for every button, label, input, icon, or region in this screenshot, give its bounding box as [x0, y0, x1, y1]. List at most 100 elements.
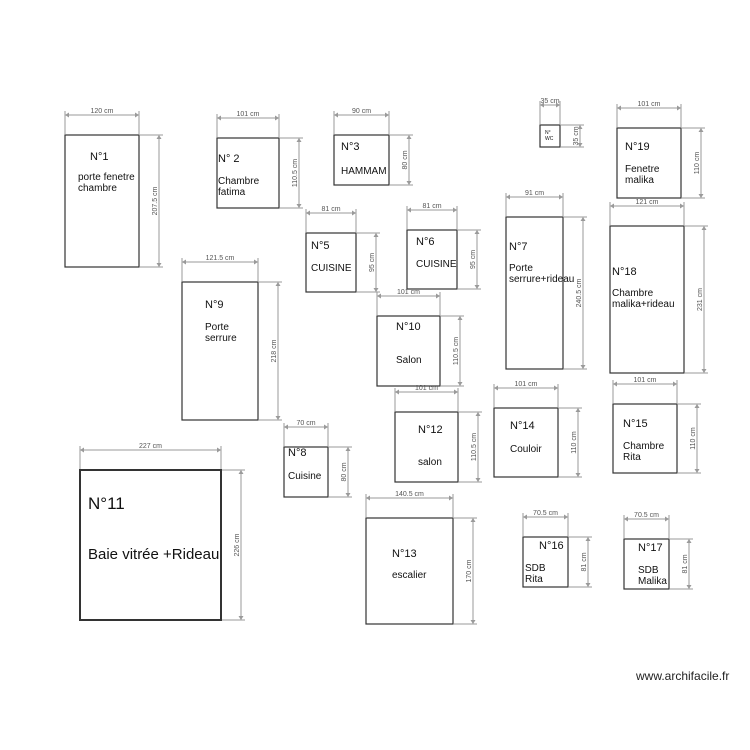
panel-caption: Rita: [623, 452, 641, 463]
panel-caption: malika: [625, 175, 654, 186]
panel-number: N° 2: [218, 153, 240, 165]
panel-number: N°1: [90, 151, 108, 163]
dimension-arrowhead: [254, 259, 258, 265]
dimension-arrowhead: [617, 105, 621, 111]
dimension-arrowhead: [470, 620, 476, 624]
width-label: 101 cm: [515, 381, 538, 388]
panel-outline: [283, 446, 329, 498]
height-label: 110.5 cm: [453, 337, 460, 365]
dimension-arrowhead: [238, 470, 244, 474]
dimension-arrowhead: [407, 207, 411, 213]
dimension-arrowhead: [575, 473, 581, 477]
panel-caption: Cuisine: [288, 471, 322, 482]
dimension-arrowhead: [65, 112, 69, 118]
dimension-arrowhead: [556, 102, 560, 108]
dimension-arrowhead: [135, 112, 139, 118]
panel-caption: Salon: [396, 355, 422, 366]
panel-outline: [79, 469, 222, 621]
panel-outline: [376, 315, 441, 387]
dimension-arrowhead: [559, 194, 563, 200]
dimension-arrowhead: [494, 385, 498, 391]
dimension-arrowhead: [306, 210, 310, 216]
dimension-arrowhead: [284, 424, 288, 430]
dimension-arrowhead: [475, 412, 481, 416]
panel-number: N°: [545, 130, 551, 136]
dimension-arrowhead: [474, 285, 480, 289]
watermark: www.archifacile.fr: [636, 669, 730, 683]
panel-number: N°8: [288, 447, 306, 459]
panel-outline: [181, 281, 259, 421]
width-label: 91 cm: [525, 190, 544, 197]
width-label: 140.5 cm: [395, 491, 424, 498]
height-label: 110 cm: [690, 427, 697, 450]
panel-caption: Fenetre: [625, 164, 660, 175]
dimension-arrowhead: [406, 181, 412, 185]
panel-caption: HAMMAM: [341, 166, 387, 177]
width-label: 81 cm: [422, 203, 441, 210]
height-label: 80 cm: [402, 150, 409, 169]
dimension-arrowhead: [352, 210, 356, 216]
dimension-arrowhead: [475, 478, 481, 482]
dimension-arrowhead: [506, 194, 510, 200]
dimension-arrowhead: [457, 382, 463, 386]
dimension-arrowhead: [470, 518, 476, 522]
dimension-arrowhead: [334, 112, 338, 118]
panel-caption: Chambre: [612, 288, 654, 299]
height-label: 35 cm: [573, 126, 580, 145]
panel-caption: Chambre: [218, 176, 260, 187]
dimension-arrowhead: [575, 408, 581, 412]
dimension-arrowhead: [613, 381, 617, 387]
panel-number: N°15: [623, 418, 648, 430]
panel-caption: SDB: [638, 565, 659, 576]
dimension-arrowhead: [577, 125, 583, 129]
dimension-arrowhead: [80, 447, 84, 453]
panel-outline: [616, 127, 682, 199]
panel-number: N°7: [509, 241, 527, 253]
dimension-arrowhead: [217, 447, 221, 453]
dimension-arrowhead: [686, 585, 692, 589]
panel-caption: CUISINE: [311, 263, 352, 274]
width-label: 121.5 cm: [206, 255, 235, 262]
panel-caption: Porte: [205, 322, 229, 333]
dimension-arrowhead: [673, 381, 677, 387]
panel-outline: [505, 216, 564, 370]
panel-caption: Baie vitrée +Rideau: [88, 546, 219, 563]
dimension-arrowhead: [406, 135, 412, 139]
width-label: 90 cm: [352, 108, 371, 115]
width-label: 70.5 cm: [634, 512, 659, 519]
width-label: 120 cm: [91, 108, 114, 115]
dimension-arrowhead: [182, 259, 186, 265]
dimension-arrowhead: [694, 469, 700, 473]
dimension-arrowhead: [385, 112, 389, 118]
panel-number: N°14: [510, 420, 535, 432]
width-label: 70 cm: [296, 420, 315, 427]
panel-caption: porte fenetre: [78, 172, 135, 183]
height-label: 218 cm: [271, 339, 278, 362]
panel-number: N°16: [539, 540, 564, 552]
dimension-arrowhead: [373, 288, 379, 292]
panel-caption: malika+rideau: [612, 299, 675, 310]
width-label: 121 cm: [636, 199, 659, 206]
panel-number: N°6: [416, 236, 434, 248]
panel-outline: [305, 232, 357, 293]
height-label: 110.5 cm: [292, 159, 299, 187]
panel-outline: [539, 124, 561, 148]
panel-outline: [216, 137, 280, 209]
panel-number: N°3: [341, 141, 359, 153]
panel-caption: Malika: [638, 576, 667, 587]
width-label: 101 cm: [415, 385, 438, 392]
panel-outline: [493, 407, 559, 478]
dimension-arrowhead: [698, 128, 704, 132]
panel-number: N°17: [638, 542, 663, 554]
panel-outline: [609, 225, 685, 374]
dimension-arrowhead: [585, 583, 591, 587]
